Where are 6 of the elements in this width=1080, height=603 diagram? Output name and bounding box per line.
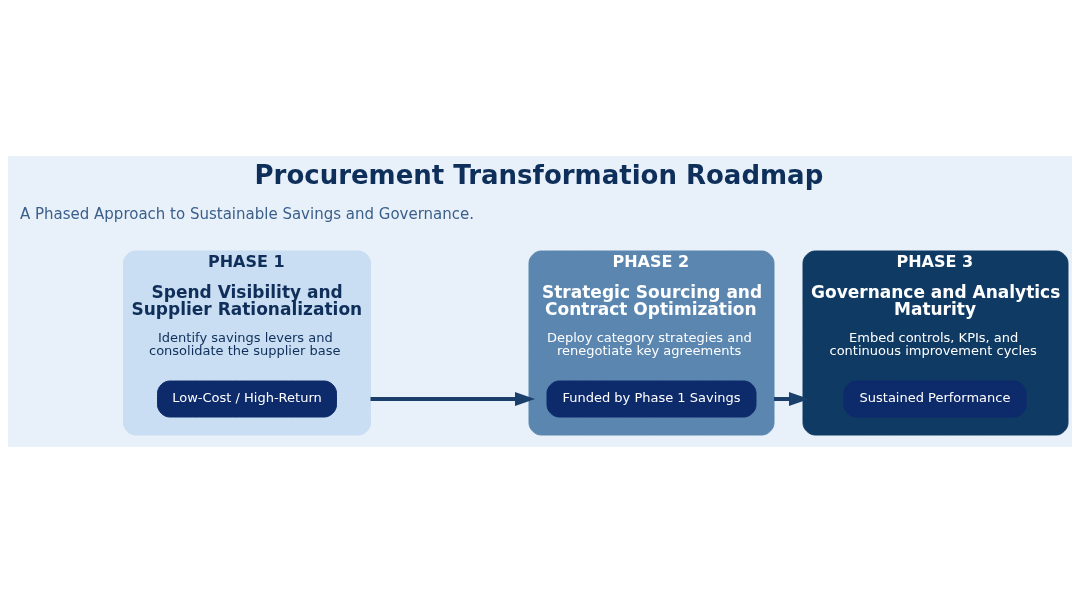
node-box: Low-Cost / High-Return [157, 380, 337, 418]
node-box: Funded by Phase 1 Savings [546, 380, 757, 418]
arrow [370, 392, 536, 406]
arrow [774, 392, 810, 406]
label: A Phased Approach to Sustainable Savings and Governance. [19, 204, 475, 223]
diagram-title: Procurement Transformation Roadmap [254, 159, 824, 190]
